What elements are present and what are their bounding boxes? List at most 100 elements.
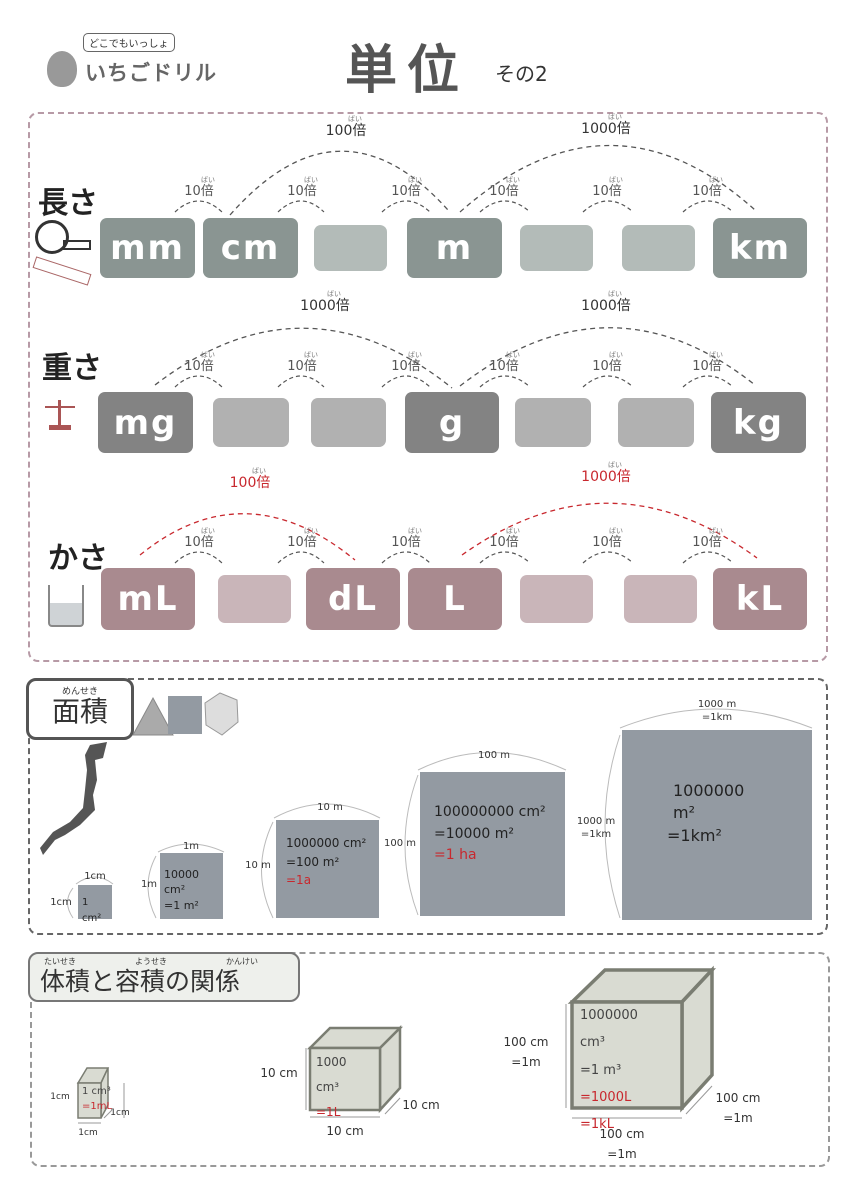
dim-label: 100 m xyxy=(383,838,416,849)
dim-label: 100 cm =1m xyxy=(599,1127,645,1162)
unit-blank[interactable] xyxy=(515,398,591,447)
volume-ruby: たいせきようせきかんけい xyxy=(44,957,258,966)
area-square-100m: 100000000 cm²=10000 m²=1 ha xyxy=(420,772,565,916)
cube-medium-shape xyxy=(306,1024,404,1114)
unit-blank[interactable] xyxy=(314,225,387,271)
unit-mL: mL xyxy=(101,568,195,630)
ten-times-arrow xyxy=(582,375,634,388)
conversion-arrows xyxy=(139,144,758,564)
volume-heading: たいせきようせきかんけい 体積と容積の関係 xyxy=(28,952,300,1002)
ten-times-arrow xyxy=(479,551,531,564)
area-square-1cm: 1 cm² xyxy=(78,885,112,924)
logo-name: いちごドリル xyxy=(85,61,217,85)
unit-blank[interactable] xyxy=(618,398,694,447)
dim-label: 10 cm xyxy=(402,1098,440,1112)
area-heading: めんせき 面積 xyxy=(26,678,134,740)
unit-mg: mg xyxy=(98,392,193,453)
area-square-10m: 1000000 cm²=100 m²=1a xyxy=(276,820,379,918)
unit-blank[interactable] xyxy=(311,398,386,447)
area-section xyxy=(28,678,828,935)
dim-label: 1cm xyxy=(50,897,72,908)
cube-small-shape xyxy=(76,1067,110,1119)
unit-g: g xyxy=(405,392,499,453)
ten-times-arrow xyxy=(682,200,734,213)
unit-km: km xyxy=(713,218,807,278)
page-subtitle: その2 xyxy=(495,62,548,86)
unit-mm: mm xyxy=(100,218,195,278)
dim-label: 100 m xyxy=(477,750,510,761)
unit-kL: kL xyxy=(713,568,807,630)
dim-label: 10 m xyxy=(245,860,271,871)
dim-label: 1000 m =1km xyxy=(697,699,737,723)
cube-text: 1000 cm³=1L xyxy=(316,1055,347,1120)
dim-label: 1000 m =1km xyxy=(576,816,616,840)
dim-label: 1cm xyxy=(84,871,106,882)
ten-times-arrow xyxy=(682,375,734,388)
units-section xyxy=(28,112,828,662)
unit-cm: cm xyxy=(203,218,298,278)
area-square-1000m: 1000000 m²=1km² xyxy=(622,730,812,920)
cube-text: 1 cm³=1mL xyxy=(82,1086,113,1112)
ten-times-arrow xyxy=(479,375,531,388)
logo-mascot-icon xyxy=(47,51,77,87)
ten-times-arrow xyxy=(479,200,531,213)
dim-label: 1m xyxy=(182,841,200,852)
dim-label: 10 cm xyxy=(260,1066,298,1080)
dim-label: 10 cm xyxy=(326,1124,364,1138)
volume-section xyxy=(30,952,830,1167)
logo: どこでもいっしょ いちごドリル xyxy=(45,33,245,88)
logo-bubble: どこでもいっしょ xyxy=(83,33,175,52)
ten-times-arrow xyxy=(582,551,634,564)
unit-m: m xyxy=(407,218,502,278)
unit-blank[interactable] xyxy=(622,225,695,271)
dim-label: 100 cm =1m xyxy=(503,1035,549,1070)
ten-times-arrow xyxy=(682,551,734,564)
unit-blank[interactable] xyxy=(520,575,593,623)
unit-kg: kg xyxy=(711,392,806,453)
dim-label: 10 m xyxy=(317,802,343,813)
category-weight: 重さ xyxy=(42,351,102,386)
unit-blank[interactable] xyxy=(218,575,291,623)
category-volume: かさ xyxy=(48,541,108,576)
area-square-1m: 10000 cm²=1 m² xyxy=(160,853,223,919)
volume-title: 体積と容積の関係 xyxy=(40,967,241,996)
dim-label: 1cm xyxy=(110,1108,130,1118)
unit-blank[interactable] xyxy=(520,225,593,271)
area-ruby: めんせき xyxy=(61,687,98,697)
area-title: 面積 xyxy=(51,695,108,728)
unit-blank[interactable] xyxy=(213,398,289,447)
unit-L: L xyxy=(408,568,502,630)
dim-label: 100 cm =1m xyxy=(715,1091,761,1126)
category-length: 長さ xyxy=(38,186,98,221)
shape-icons xyxy=(132,692,239,736)
dim-label: 1cm xyxy=(50,1092,70,1102)
cube-text: 1000000 cm³=1 m³=1000L=1kL xyxy=(580,1008,638,1133)
ten-times-arrow xyxy=(582,200,634,213)
japan-map-icon xyxy=(40,742,107,855)
unit-blank[interactable] xyxy=(624,575,697,623)
measuring-cup-icon xyxy=(48,585,84,627)
